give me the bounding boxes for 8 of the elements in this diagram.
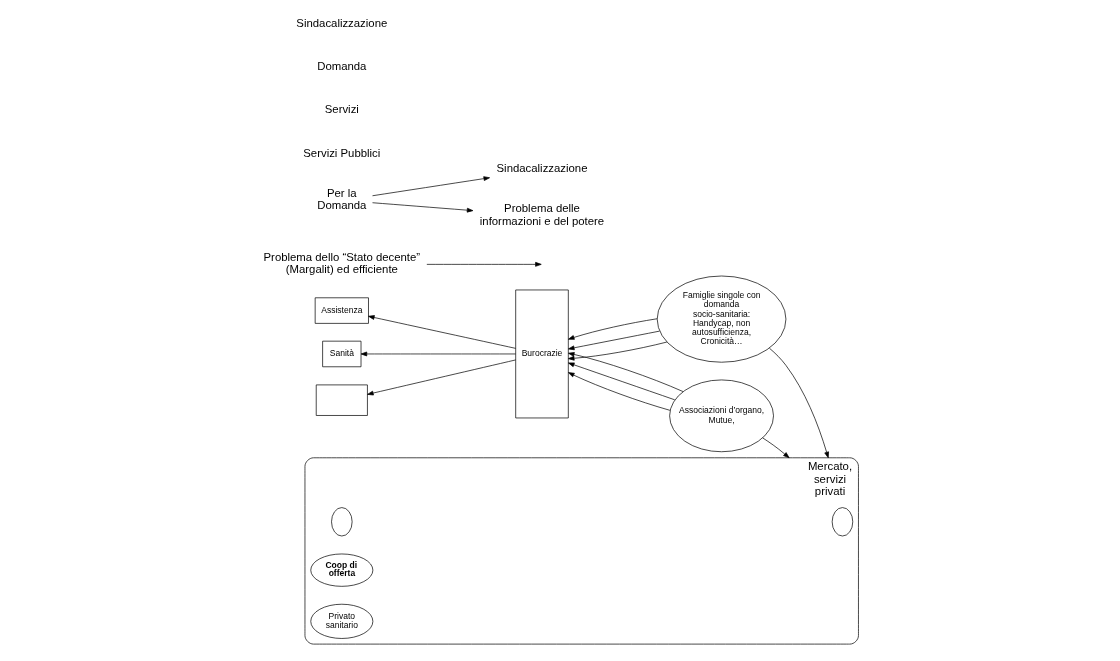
label: Domanda <box>316 60 366 73</box>
node-text: Sindacalizzazione <box>496 162 587 175</box>
label: Servizi <box>324 103 359 116</box>
node-text: Problema delle informazioni e del potere <box>479 202 604 228</box>
label: Servizi Pubblici <box>302 146 380 159</box>
node-text: Per la Domanda <box>316 186 366 212</box>
label: Sindacalizzazione <box>295 16 387 29</box>
node-text: Problema dello “Stato decente” (Margalit) ed efficiente <box>263 250 420 276</box>
